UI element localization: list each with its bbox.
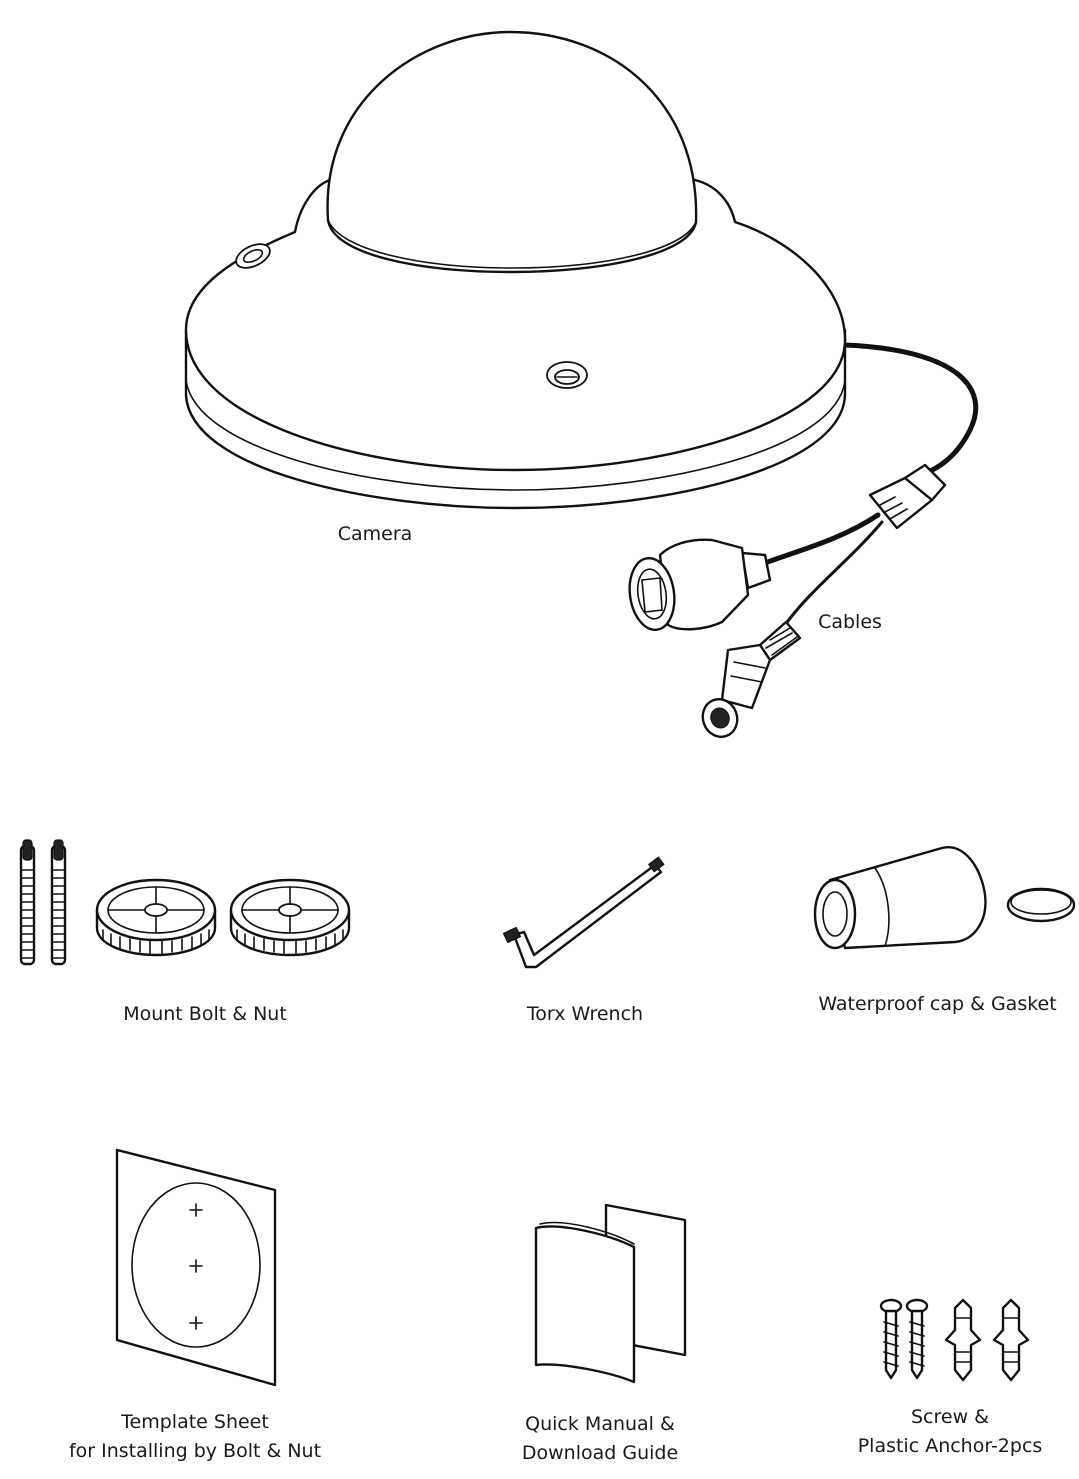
torx-wrench-icon <box>502 856 665 969</box>
template-sheet-label-line2: for Installing by Bolt & Nut <box>68 1440 322 1462</box>
anchor-icon <box>944 1298 1030 1382</box>
torx-wrench-label: Torx Wrench <box>526 1003 644 1025</box>
cable-connector-icon <box>628 463 947 738</box>
waterproof-cap-label: Waterproof cap & Gasket <box>818 993 1057 1015</box>
waterproof-cap-icon <box>813 845 987 950</box>
nut-icon <box>95 878 351 957</box>
screw-anchor-label-line2: Plastic Anchor-2pcs <box>857 1435 1043 1457</box>
cables-label: Cables <box>818 611 882 633</box>
quick-manual-label-line1: Quick Manual & <box>525 1413 675 1435</box>
template-sheet-icon <box>115 1148 277 1387</box>
manual-icon <box>534 1203 687 1384</box>
quick-manual-label-line2: Download Guide <box>521 1442 679 1464</box>
dome-camera-icon <box>184 30 979 510</box>
mount-bolt-nut-label: Mount Bolt & Nut <box>123 1003 287 1025</box>
bolt-icon <box>19 839 67 966</box>
gasket-icon <box>1006 887 1076 923</box>
screw-icon <box>879 1298 929 1380</box>
screw-anchor-label-line1: Screw & <box>911 1406 989 1428</box>
camera-label: Camera <box>337 523 413 545</box>
template-sheet-label-line1: Template Sheet <box>121 1411 269 1433</box>
